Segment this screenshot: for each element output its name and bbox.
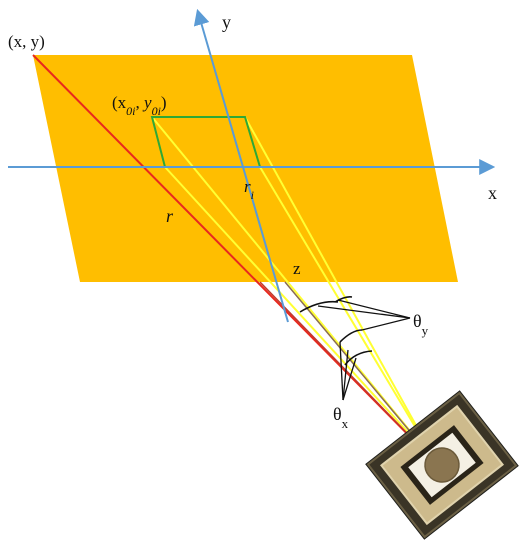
object-plane <box>33 55 458 282</box>
theta-y-label: θy <box>413 311 429 338</box>
aperture-point-label: (x0i, y0i) <box>112 93 167 118</box>
image-sensor <box>365 390 519 540</box>
z-axis-label: z <box>293 259 301 278</box>
radius-r-label: r <box>166 206 174 226</box>
y-axis <box>193 8 289 323</box>
theta-leader-lines <box>317 299 411 401</box>
x-axis-label: x <box>488 183 497 203</box>
theta-x-label: θx <box>333 404 349 431</box>
radius-ri-label: ri <box>244 177 254 202</box>
y-axis-label: y <box>222 12 231 32</box>
sensor-center-icon <box>424 447 460 483</box>
corner-point-label: (x, y) <box>8 32 45 51</box>
